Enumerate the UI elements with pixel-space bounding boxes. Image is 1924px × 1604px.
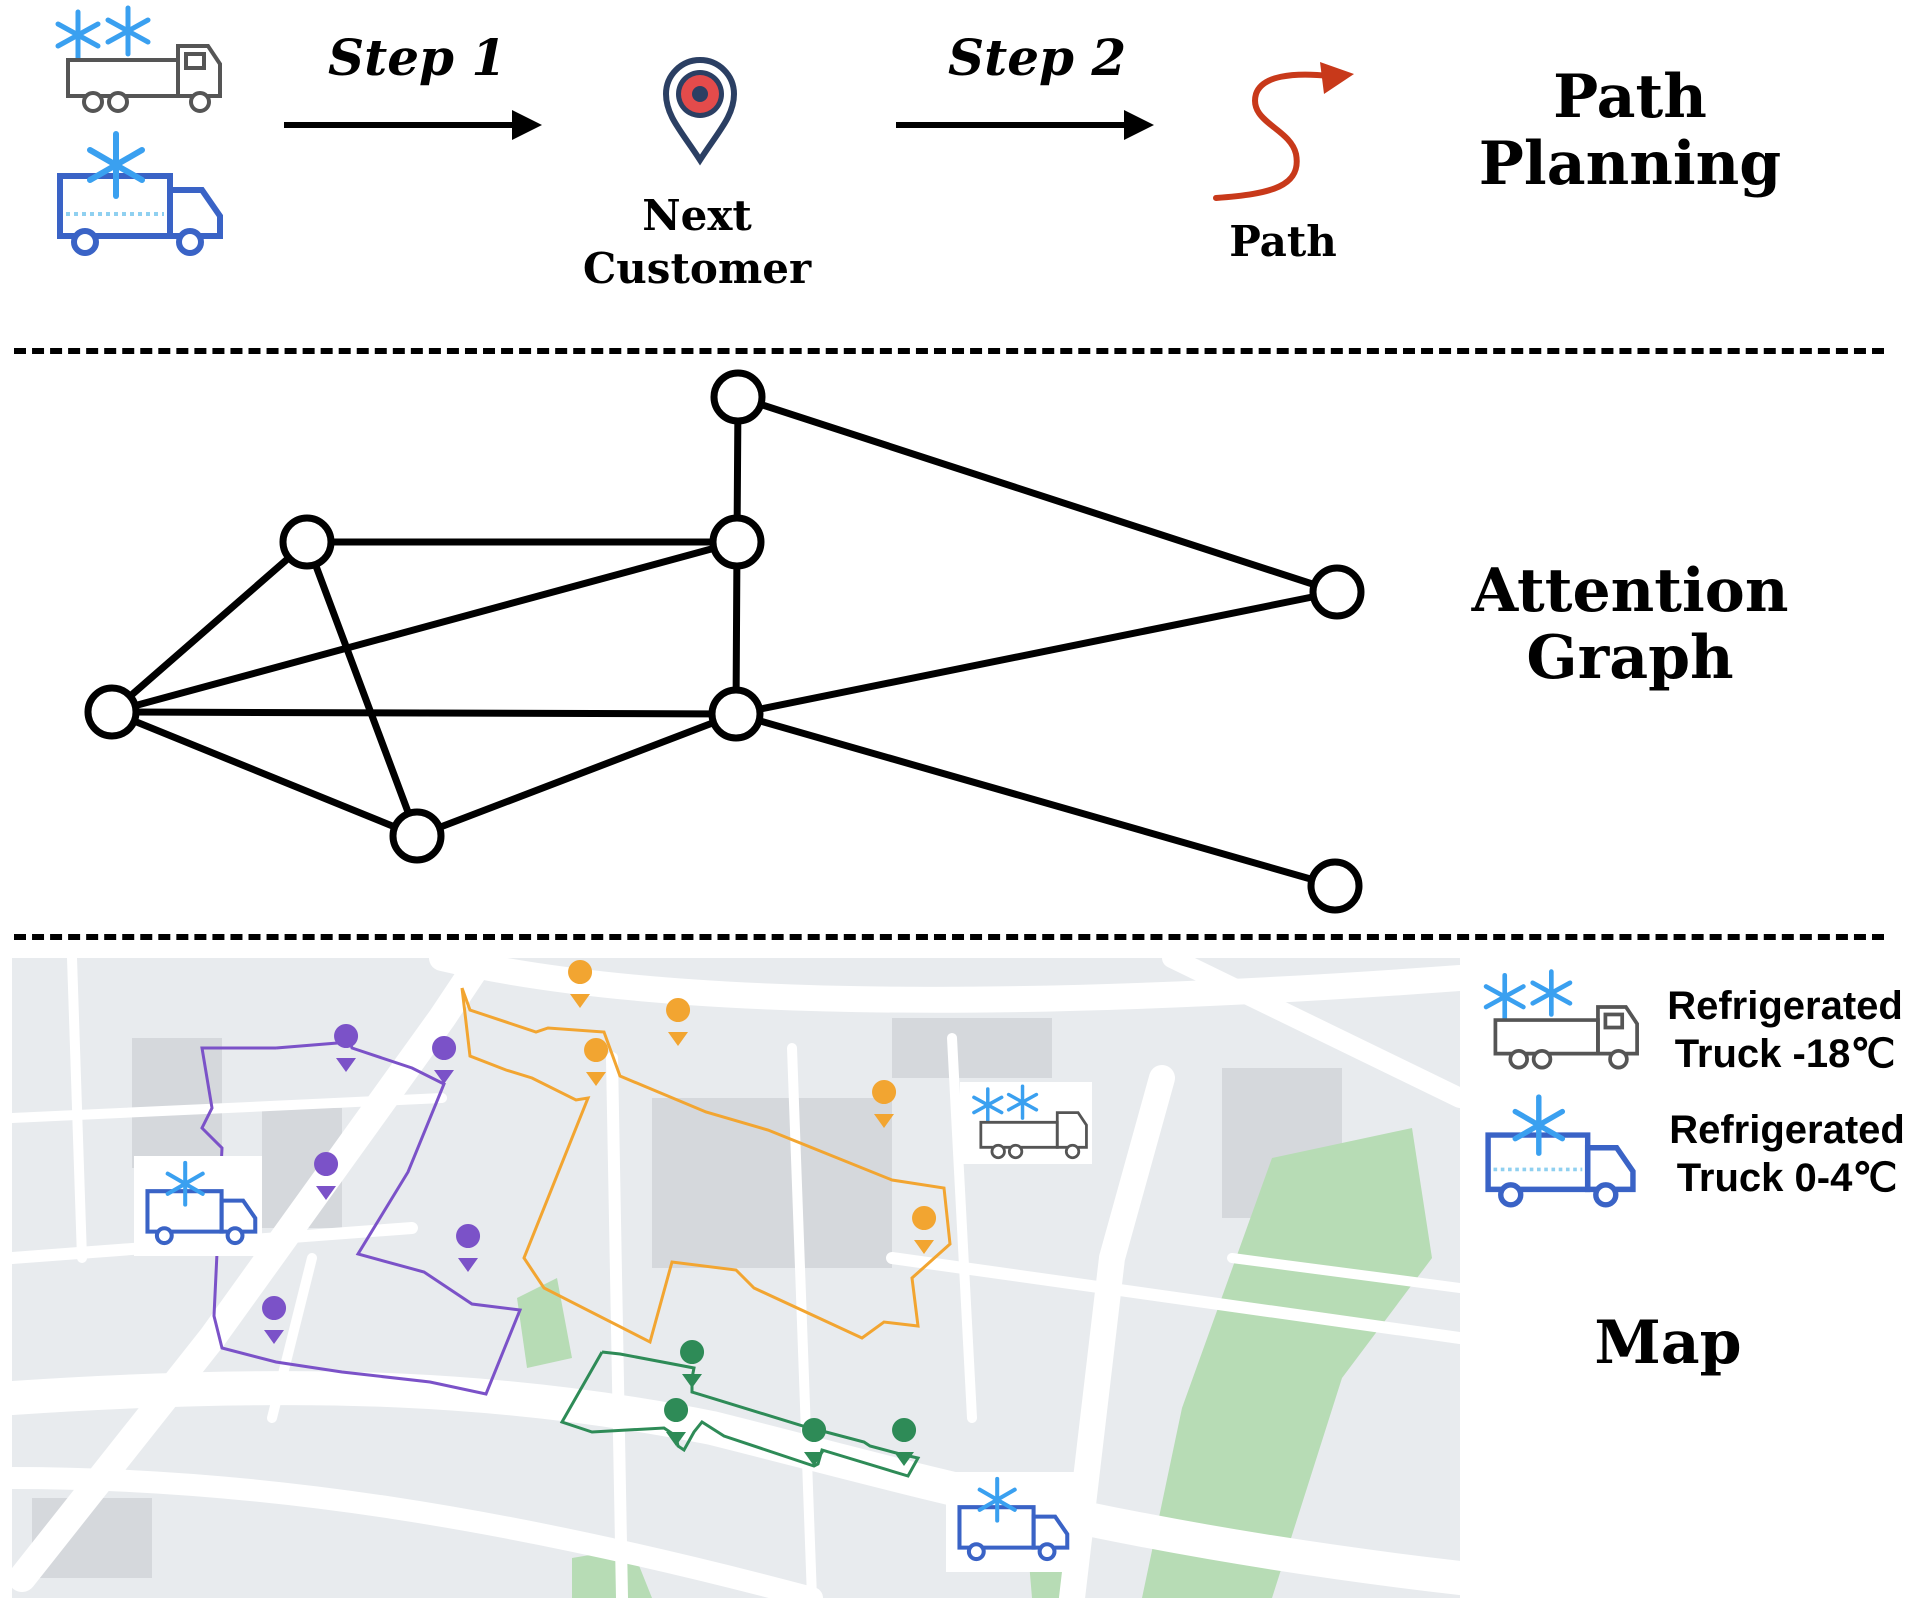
map-road: [1059, 1065, 1175, 1598]
route-purple: [200, 1040, 523, 1396]
map-road: [606, 1052, 628, 1598]
path-curve-icon: [1213, 62, 1354, 201]
map-pin-icon: [892, 1418, 917, 1466]
graph-edge: [108, 708, 740, 718]
map-park: [1142, 1128, 1432, 1598]
map-road: [1227, 1253, 1460, 1293]
map-road: [12, 1467, 823, 1598]
section-divider-bottom: [14, 934, 1884, 940]
step-1-arrow: [284, 110, 542, 140]
map-pin-icon: [664, 1398, 689, 1446]
legend-label-freezer: Refrigerated Truck -18℃: [1667, 984, 1903, 1076]
map-pin-icon: [666, 998, 691, 1046]
location-pin-icon: [662, 57, 738, 166]
map-title: Map: [1594, 1308, 1742, 1378]
map-road: [267, 1253, 317, 1423]
map-road: [67, 958, 87, 1263]
map-road: [429, 958, 1460, 1013]
section-divider-top: [14, 348, 1884, 354]
graph-node: [710, 369, 766, 425]
graph-node: [709, 514, 765, 570]
graph-edge: [413, 710, 740, 840]
map-pin-icon: [314, 1152, 339, 1200]
freezer-truck-icon: [960, 1082, 1092, 1164]
path-planning-title: Path Planning: [1478, 62, 1782, 200]
map-pin-icon: [872, 1080, 897, 1128]
path-label: Path: [1229, 217, 1337, 266]
map-park: [517, 1278, 572, 1368]
map-road: [947, 1033, 977, 1423]
graph-node: [84, 684, 140, 740]
map-block: [652, 1098, 892, 1268]
legend-chiller-truck-icon: [1470, 1090, 1642, 1220]
graph-node: [1309, 564, 1365, 620]
map-pin-icon: [680, 1340, 705, 1388]
graph-edge: [734, 393, 1341, 596]
map-pin-icon: [432, 1036, 457, 1084]
graph-edge: [732, 538, 741, 718]
graph-node: [1307, 858, 1363, 914]
graph-node: [708, 686, 764, 742]
chiller-truck-icon: [946, 1472, 1074, 1572]
attention-graph: [84, 369, 1365, 914]
map-block: [892, 1018, 1052, 1078]
map-road: [1162, 958, 1460, 1108]
map-road: [886, 1252, 1460, 1344]
graph-node: [279, 514, 335, 570]
map-road: [12, 1093, 447, 1123]
route-orange: [460, 987, 952, 1345]
graph-node: [389, 808, 445, 864]
step-2-label: Step 2: [948, 28, 1127, 87]
map-pin-icon: [912, 1206, 937, 1254]
step-2-arrow: [896, 110, 1154, 140]
graph-edge: [303, 538, 421, 840]
graph-edge: [732, 588, 1341, 718]
graph-edge: [108, 538, 741, 716]
next-customer-label: Next Customer: [582, 191, 812, 293]
map-block: [132, 1038, 222, 1168]
route-map: [12, 958, 1460, 1598]
map-pin-icon: [802, 1418, 827, 1466]
map-pin-icon: [334, 1024, 359, 1072]
freezer-truck-icon: [38, 2, 228, 120]
map-pin-icon: [262, 1296, 287, 1344]
step-1-label: Step 1: [328, 28, 507, 87]
chiller-truck-icon: [134, 1156, 262, 1256]
legend-label-chiller: Refrigerated Truck 0-4℃: [1669, 1108, 1905, 1200]
map-pin-icon: [568, 960, 593, 1008]
graph-edge: [732, 710, 1339, 890]
chiller-truck-icon: [40, 128, 230, 268]
snowflake-icon: [87, 131, 145, 199]
customer-pins: [262, 960, 937, 1466]
map-pin-icon: [584, 1038, 609, 1086]
snowflake-icon: [55, 5, 151, 61]
map-pin-icon: [456, 1224, 481, 1272]
graph-edge: [108, 708, 421, 840]
legend-freezer-truck-icon: [1466, 966, 1646, 1076]
attention-graph-title: Attention Graph: [1471, 556, 1789, 694]
graph-edge: [108, 538, 311, 716]
